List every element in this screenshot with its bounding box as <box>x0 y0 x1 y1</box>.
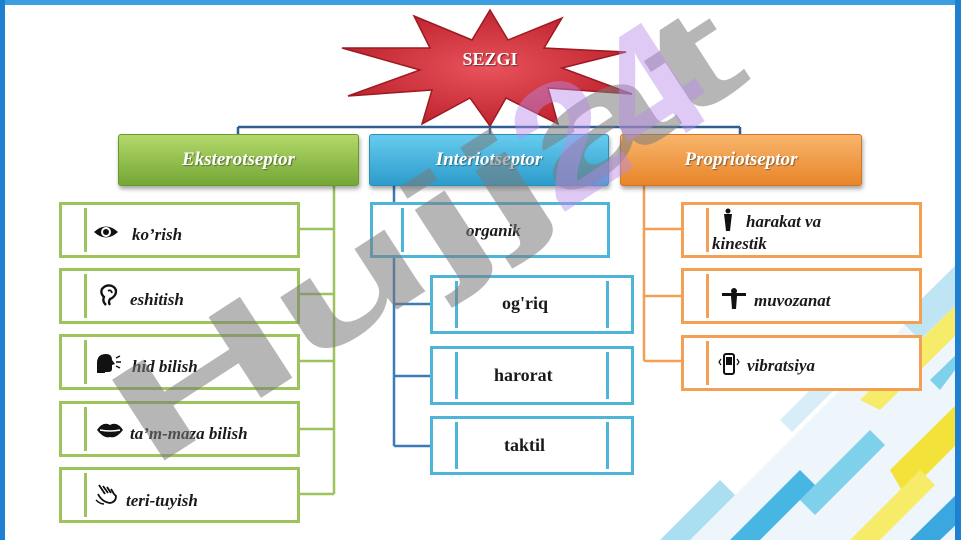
root-starburst <box>341 8 633 128</box>
phone-vibrate-icon <box>718 353 740 375</box>
ekstero-label-eshitish: eshitish <box>130 290 184 309</box>
intero-label-ogriq: og'riq <box>502 293 549 313</box>
root-label: SEZGI <box>462 49 518 69</box>
ear-icon <box>100 284 118 306</box>
category-eksterotseptor: Eksterotseptor <box>118 134 359 186</box>
intero-label-organik: organik <box>466 221 521 240</box>
right-border <box>955 0 961 540</box>
person-icon <box>724 208 732 231</box>
intero-label-taktil: taktil <box>504 435 546 455</box>
eye-icon <box>94 226 118 238</box>
top-border <box>0 0 961 5</box>
ekstero-label-korish: ko’rish <box>132 225 183 244</box>
proprio-label-vibratsiya: vibratsiya <box>747 356 815 375</box>
proprio-box-muvozanat <box>681 268 922 324</box>
intero-box-harorat <box>430 346 634 405</box>
proprio-label-muvozanat: muvozanat <box>754 291 831 310</box>
intero-box-organik <box>370 202 610 258</box>
intero-box-taktil <box>430 416 634 475</box>
intero-box-ogriq <box>430 275 634 334</box>
ekstero-label-hid-bilish: hid bilish <box>132 357 198 376</box>
balance-figure-icon <box>722 288 746 309</box>
nose-speaking-icon <box>97 354 121 373</box>
ekstero-label-teri-tuyish: teri-tuyish <box>126 491 198 510</box>
ekstero-box-eshitish <box>59 268 300 324</box>
left-border <box>0 0 5 540</box>
intero-label-harorat: harorat <box>494 365 553 385</box>
category-interiotseptor: Interiotseptor <box>369 134 609 186</box>
lips-icon <box>97 423 123 438</box>
touch-hand-icon <box>95 484 117 505</box>
proprio-label-harakat-line2: kinestik <box>712 234 767 253</box>
proprio-box-vibratsiya <box>681 335 922 391</box>
category-propriotseptor: Propriotseptor <box>620 134 862 186</box>
proprio-label-harakat-line1: harakat va <box>746 212 822 231</box>
proprio-box-harakat <box>681 202 922 258</box>
ekstero-label-tam-maza: ta’m-maza bilish <box>130 424 248 443</box>
